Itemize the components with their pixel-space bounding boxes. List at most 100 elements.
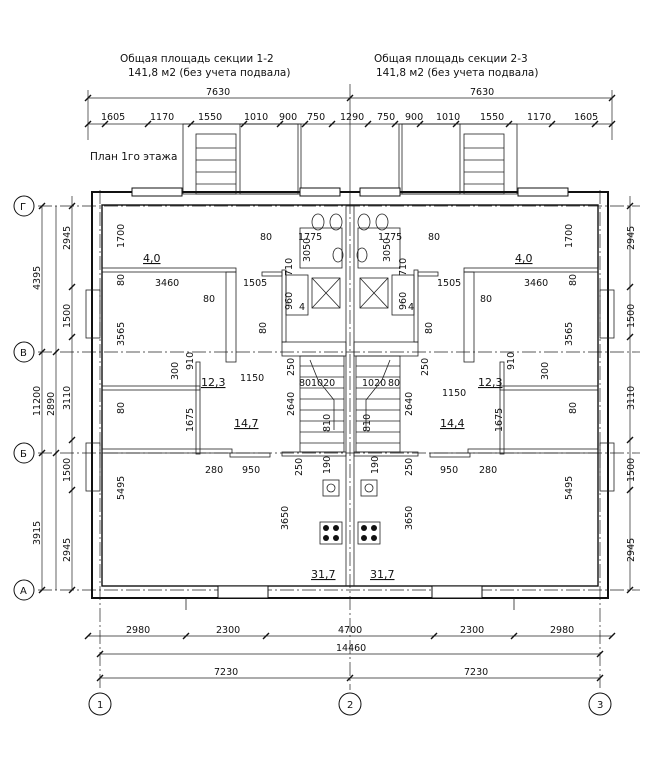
dim-top-750-left: 750 (307, 112, 325, 123)
dim-top-900-left: 900 (279, 112, 297, 123)
dim-v-1700-right: 1700 (564, 224, 575, 248)
dim-v-810-right: 810 (362, 414, 373, 432)
dim-v-250-b: 250 (420, 358, 431, 376)
dim-int-1505-right: 1505 (437, 278, 461, 289)
dim-top-half-right: 7630 (470, 87, 494, 98)
dim-right-3110: 3110 (626, 386, 637, 410)
dim-left-3915: 3915 (32, 521, 43, 545)
dim-int-950-left: 950 (242, 465, 260, 476)
dim-top-1290: 1290 (340, 112, 364, 123)
dim-bottom-2300-right: 2300 (460, 625, 484, 636)
dim-int-1150-left: 1150 (240, 373, 264, 384)
axis-col-3: 3 (597, 700, 603, 711)
dim-top-750-right: 750 (377, 112, 395, 123)
dim-v-910-left: 910 (185, 352, 196, 370)
area-hall-right: 14,4 (440, 417, 465, 430)
area-kitchen-right: 31,7 (370, 568, 395, 581)
bottom-windows (185, 585, 515, 610)
dim-tick (391, 120, 399, 128)
dim-top-1550-left: 1550 (198, 112, 222, 123)
dim-v-5495-left: 5495 (116, 476, 127, 500)
interior-walls-left (101, 227, 347, 458)
dim-v-80-b: 80 (568, 274, 579, 286)
dim-v-810-left: 810 (322, 414, 333, 432)
dim-v-250-a: 250 (286, 358, 297, 376)
dim-v-80-f: 80 (568, 402, 579, 414)
dim-v-80-d: 80 (424, 322, 435, 334)
dim-left-1500-bottom: 1500 (62, 458, 73, 482)
dim-left-4395: 4395 (32, 266, 43, 290)
dim-tick (591, 120, 599, 128)
dim-int-80-e: 80 (299, 378, 311, 389)
dim-top-1010-left: 1010 (244, 112, 268, 123)
dim-v-3565-left: 3565 (116, 322, 127, 346)
dim-int-280-right: 280 (479, 465, 497, 476)
dim-int-280-left: 280 (205, 465, 223, 476)
row-axis-markers: Г В Б А (13, 195, 35, 601)
dim-top-1170-right: 1170 (527, 112, 551, 123)
dim-v-190-right: 190 (370, 456, 381, 474)
dim-bottom-7230-left: 7230 (214, 667, 238, 678)
dim-top-half-left: 7630 (206, 87, 230, 98)
dim-int-1775-left: 1775 (298, 232, 322, 243)
side-windows (85, 289, 615, 492)
dim-top-1010-right: 1010 (436, 112, 460, 123)
dim-int-80-c: 80 (203, 294, 215, 305)
dim-top-1605-left: 1605 (101, 112, 125, 123)
plan-title: План 1го этажа (90, 151, 177, 163)
dim-top-900-right: 900 (405, 112, 423, 123)
bottom-dimensions: 2980 2300 4700 2300 2980 14460 7230 7230 (84, 625, 616, 682)
dim-int-80-d: 80 (480, 294, 492, 305)
dim-v-710-left: 710 (284, 258, 295, 276)
area-hall-left: 14,7 (234, 417, 259, 430)
dim-right-2945-bottom: 2945 (626, 538, 637, 562)
dim-left-1500-top: 1500 (62, 304, 73, 328)
dim-int-1775-right: 1775 (378, 232, 402, 243)
dim-int-80-f: 80 (388, 378, 400, 389)
dim-top-1550-right: 1550 (480, 112, 504, 123)
axis-row-v: В (20, 348, 27, 359)
axis-row-b: Б (20, 449, 27, 460)
area-room-left-mid: 12,3 (201, 376, 226, 389)
stairs (299, 355, 401, 453)
axis-row-g: Г (20, 202, 26, 213)
column-axis-markers: 1 2 3 (88, 692, 612, 716)
area-room-right-top: 4,0 (515, 252, 533, 265)
dim-v-1700-left: 1700 (116, 224, 127, 248)
dim-v-300-right: 300 (540, 362, 551, 380)
dim-tick (301, 120, 309, 128)
dim-left-2890: 2890 (46, 392, 57, 416)
right-dimension-chain: 2945 1500 3110 1500 2945 (626, 196, 637, 594)
dim-v-3050-left: 3050 (302, 238, 313, 262)
dim-int-1020-right: 1020 (362, 378, 386, 389)
outer-walls (91, 187, 609, 599)
dim-int-1150-right: 1150 (442, 388, 466, 399)
left-dimension-chains: 4395 11200 3915 2890 2945 1500 3110 1500… (32, 196, 76, 594)
dim-bottom-14460: 14460 (336, 643, 366, 654)
dim-v-5495-right: 5495 (564, 476, 575, 500)
dim-v-250-d: 250 (404, 458, 415, 476)
axis-col-1: 1 (97, 700, 103, 711)
dim-v-710-right: 710 (398, 258, 409, 276)
header-right-line2: 141,8 м2 (без учета подвала) (376, 67, 538, 79)
dim-tick (548, 120, 556, 128)
dim-tick (328, 120, 336, 128)
dim-bottom-2980-right: 2980 (550, 625, 574, 636)
dim-bottom-4700: 4700 (338, 625, 362, 636)
dim-v-3565-right: 3565 (564, 322, 575, 346)
interior-vertical-dimensions: 1700 1700 3050 3050 80 80 710 710 960 96… (116, 224, 579, 530)
dim-left-3110: 3110 (62, 386, 73, 410)
dim-v-80-c: 80 (258, 322, 269, 334)
top-overall-dimensions: 7630 7630 (84, 84, 616, 200)
fixtures (311, 213, 389, 545)
area-room-right-mid: 12,3 (478, 376, 503, 389)
dim-v-1675-left: 1675 (185, 408, 196, 432)
axis-lines (38, 190, 640, 690)
dim-right-2945-top: 2945 (626, 226, 637, 250)
area-room-left-top: 4,0 (143, 252, 161, 265)
dim-top-1170-left: 1170 (150, 112, 174, 123)
dim-v-960-left: 960 (284, 292, 295, 310)
dim-v-300-left: 300 (170, 362, 181, 380)
dim-v-190-left: 190 (322, 456, 333, 474)
